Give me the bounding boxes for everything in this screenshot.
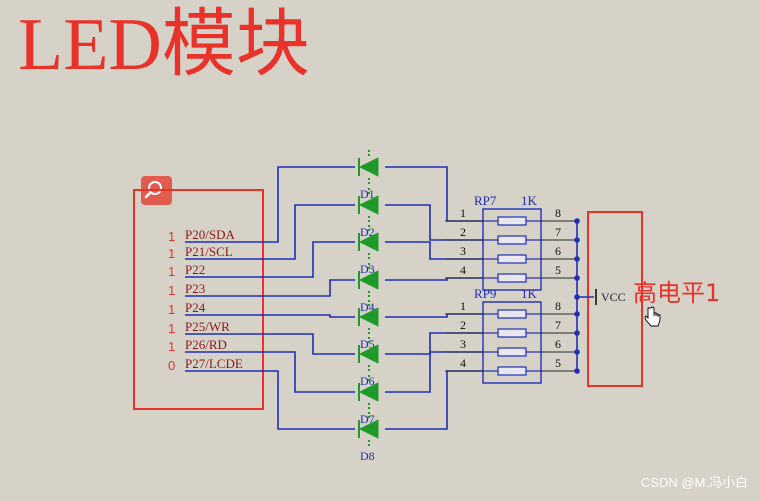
- resistor-element: [497, 309, 527, 319]
- resistor-pack-body: [482, 301, 542, 384]
- led-to-resistor-wire: [385, 351, 483, 393]
- resistor-pack-name: RP9: [474, 286, 496, 301]
- pin-label: P20/SDA: [185, 227, 235, 242]
- resistor-pack-name: RP7: [474, 193, 497, 208]
- pin-level: 1: [168, 321, 175, 336]
- junction-dot: [574, 368, 580, 374]
- led-label: D8: [360, 449, 375, 463]
- pin-label: P23: [185, 281, 205, 296]
- led-diode: [358, 307, 379, 327]
- vcc-label: VCC: [601, 290, 626, 304]
- pin-to-led-wire: [185, 314, 355, 318]
- resistor-pin-number: 5: [555, 356, 561, 370]
- resistor-pin-number: 1: [460, 206, 466, 220]
- resistor-pin-number: 4: [460, 263, 466, 277]
- resistor-pack-body: [482, 208, 542, 291]
- resistor-pin-number: 8: [555, 299, 561, 313]
- led-diode: [358, 344, 379, 364]
- led-to-resistor-wire: [385, 241, 483, 260]
- pin-to-led-wire: [185, 351, 355, 393]
- resistor-pin-number: 6: [555, 244, 561, 258]
- pin-label: P26/RD: [185, 337, 227, 352]
- pin-to-led-wire: [185, 204, 355, 260]
- led-label: D1: [360, 187, 375, 201]
- pin-to-led-wire: [185, 279, 355, 297]
- junction-dot: [574, 256, 580, 262]
- pin-label: P27/LCDE: [185, 356, 243, 371]
- resistor-pin-number: 8: [555, 206, 561, 220]
- junction-dot: [574, 275, 580, 281]
- resistor-element: [497, 347, 527, 357]
- resistor-pin-number: 5: [555, 263, 561, 277]
- pin-level: 1: [168, 283, 175, 298]
- resistor-element: [497, 216, 527, 226]
- led-diode: [358, 232, 379, 252]
- led-diode: [358, 157, 379, 177]
- high-level-annotation: 高电平1: [633, 279, 720, 307]
- pin-to-led-wire: [185, 333, 355, 355]
- resistor-pack-value: 1K: [521, 286, 538, 301]
- led-label: D4: [360, 300, 375, 314]
- hand-cursor-icon: [644, 306, 661, 327]
- pin-level: 1: [168, 246, 175, 261]
- pin-level: 1: [168, 229, 175, 244]
- led-to-resistor-wire: [385, 204, 483, 241]
- junction-dot: [574, 311, 580, 317]
- led-to-resistor-wire: [385, 370, 483, 430]
- junction-dot: [574, 349, 580, 355]
- page-title: LED模块: [18, 4, 310, 86]
- vcc-highlight-box: [587, 211, 643, 387]
- search-icon: [144, 181, 162, 199]
- led-label: D7: [360, 412, 375, 426]
- resistor-pin-number: 1: [460, 299, 466, 313]
- resistor-pin-number: 2: [460, 225, 466, 239]
- junction-dot: [574, 330, 580, 336]
- led-label: D2: [360, 225, 375, 239]
- pin-level: 1: [168, 302, 175, 317]
- wires: [185, 166, 578, 430]
- resistor-pin-number: 3: [460, 244, 466, 258]
- pin-label: P25/WR: [185, 319, 230, 334]
- pin-labels: P20/SDA1P21/SCL1P221P231P241P25/WR1P26/R…: [168, 227, 243, 373]
- resistor-pin-number: 7: [555, 225, 561, 239]
- pin-highlight-box: [133, 189, 264, 410]
- watermark: CSDN @M.冯小白: [640, 475, 748, 490]
- led-diode: [358, 195, 379, 215]
- pin-to-led-wire: [185, 241, 355, 278]
- pin-label: P21/SCL: [185, 244, 233, 259]
- led-label: D6: [360, 374, 375, 388]
- pin-to-led-wire: [185, 166, 355, 243]
- resistor-pin-number: 4: [460, 356, 466, 370]
- resistor-element: [497, 235, 527, 245]
- pin-level: 1: [168, 339, 175, 354]
- junction-dot: [574, 237, 580, 243]
- resistor-element: [497, 273, 527, 283]
- led-to-resistor-wire: [385, 332, 483, 355]
- pin-label: P22: [185, 262, 205, 277]
- resistor-element: [497, 254, 527, 264]
- resistor-pin-number: 3: [460, 337, 466, 351]
- led-to-resistor-wire: [385, 166, 483, 222]
- resistor-pin-number: 7: [555, 318, 561, 332]
- led-label: D3: [360, 262, 375, 276]
- led-diode: [358, 270, 379, 290]
- pin-level: 0: [168, 358, 175, 373]
- junction-dot: [574, 218, 580, 224]
- resistor-pack-value: 1K: [521, 193, 538, 208]
- led-diode: [358, 382, 379, 402]
- led-diode: [358, 419, 379, 439]
- resistor-element: [497, 328, 527, 338]
- resistor-pin-number: 6: [555, 337, 561, 351]
- led-label: D5: [360, 337, 375, 351]
- resistor-element: [497, 366, 527, 376]
- pin-label: P24: [185, 300, 206, 315]
- resistor-pin-number: 2: [460, 318, 466, 332]
- pin-to-led-wire: [185, 370, 355, 430]
- pin-level: 1: [168, 264, 175, 279]
